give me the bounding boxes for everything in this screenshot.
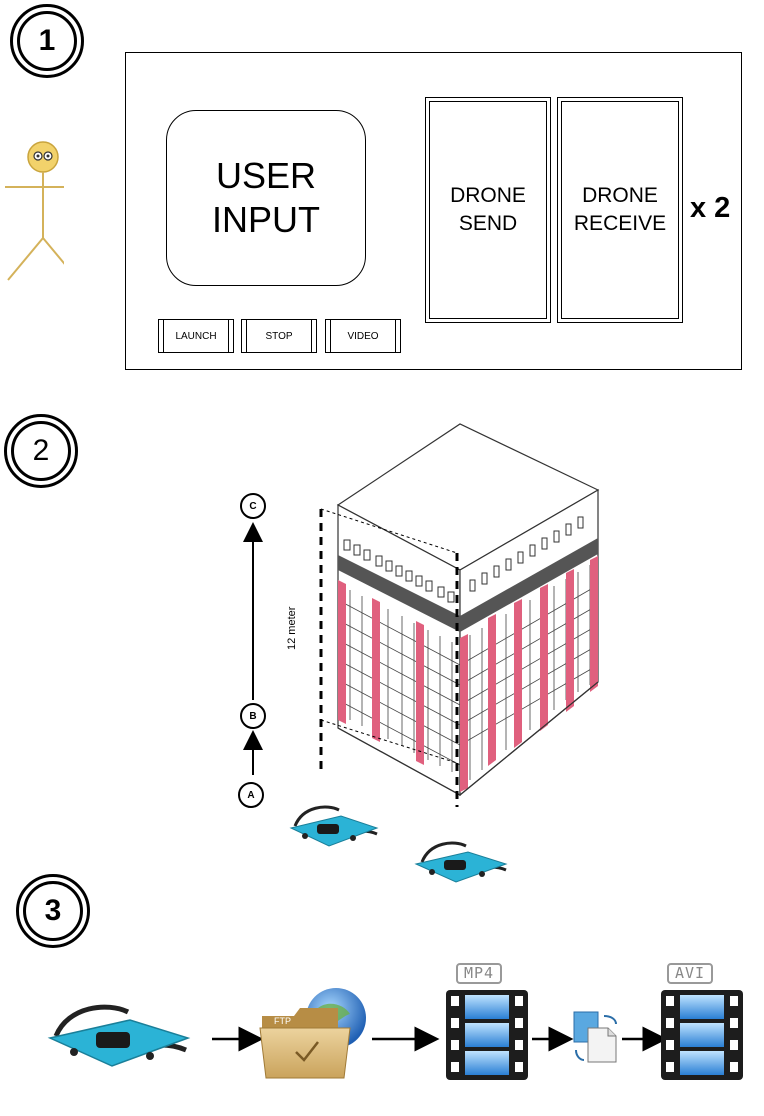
convert-icon	[573, 1011, 617, 1063]
drone-receive-box: DRONE RECEIVE	[557, 97, 683, 323]
pipeline-arrows	[212, 1026, 668, 1052]
control-panel	[125, 52, 742, 370]
building-illustration	[336, 423, 600, 797]
step-2-badge: 2	[4, 414, 78, 488]
height-label: 12 meter	[286, 606, 298, 650]
avi-video-file-icon	[661, 990, 743, 1080]
step-1-number: 1	[38, 24, 56, 57]
drone-icon	[47, 1004, 191, 1067]
step-1-badge: 1	[10, 4, 84, 78]
drone-send-box: DRONE SEND	[425, 97, 551, 323]
step-3-badge: 3	[16, 874, 90, 948]
user-input-line1: USER	[215, 155, 317, 196]
drone-send-label: DRONE SEND	[450, 184, 526, 235]
drone-receive-label: DRONE RECEIVE	[573, 184, 667, 235]
ftp-label: FTP	[274, 1016, 291, 1026]
measurement-lines	[319, 508, 459, 807]
node-b: B	[240, 703, 266, 729]
node-c: C	[240, 493, 266, 519]
stop-button[interactable]: STOP	[241, 319, 317, 353]
step-3-number: 3	[44, 894, 62, 927]
mp4-video-file-icon	[446, 990, 528, 1080]
node-a: A	[238, 782, 264, 808]
user-actor-icon	[5, 141, 64, 281]
video-button[interactable]: VIDEO	[325, 319, 401, 353]
drone-icon	[414, 841, 508, 883]
step-2-number: 2	[32, 434, 50, 467]
avi-label: AVI	[667, 963, 714, 984]
ftp-folder-icon: FTP	[259, 988, 366, 1079]
user-input-line2: INPUT	[212, 199, 320, 240]
multiplier-label: x 2	[690, 192, 731, 224]
drone-icon	[289, 805, 379, 847]
user-input-box: USER INPUT	[166, 110, 366, 286]
flight-path-arrows	[243, 522, 263, 775]
mp4-label: MP4	[456, 963, 503, 984]
launch-button[interactable]: LAUNCH	[158, 319, 234, 353]
